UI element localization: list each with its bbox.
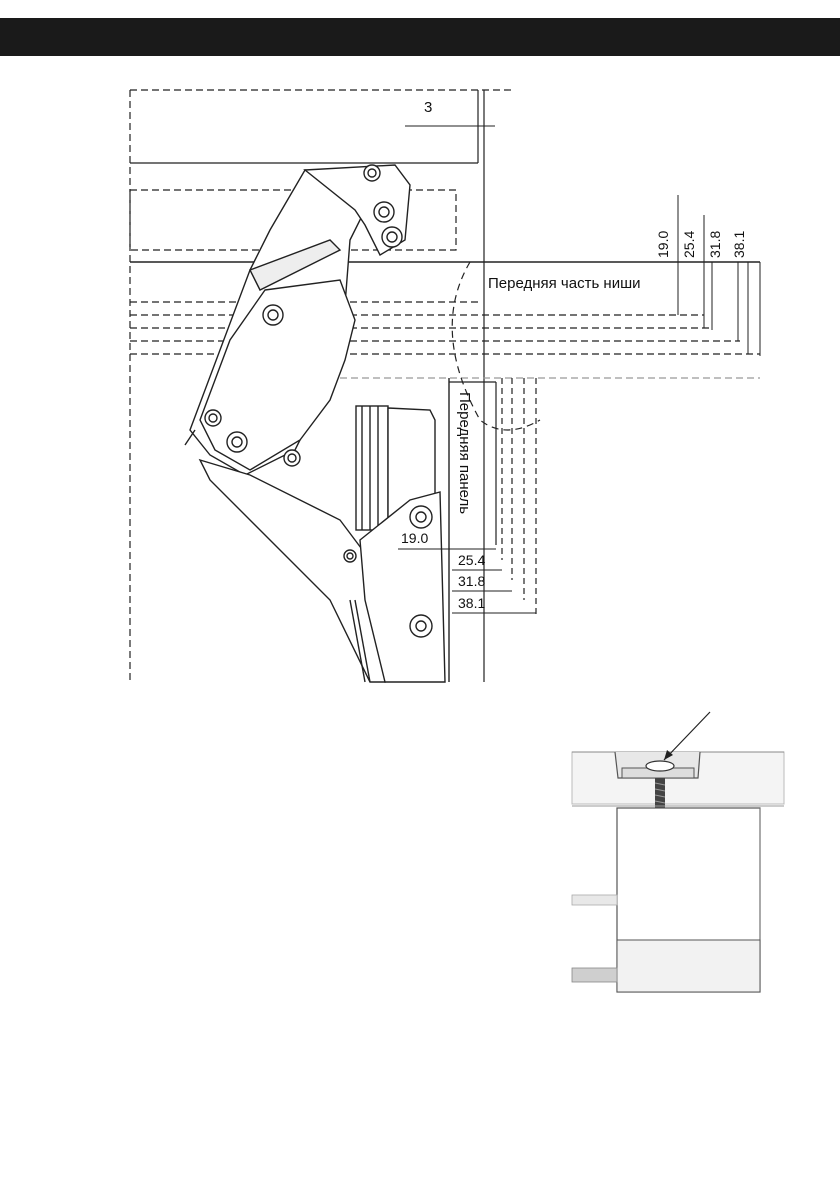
front-panel-label: Передняя панель xyxy=(456,392,473,514)
niche-front-label: Передняя часть ниши xyxy=(488,275,641,292)
hdim-31: 31.8 xyxy=(458,573,485,589)
hdim-25: 25.4 xyxy=(458,552,485,568)
vdim-25: 25.4 xyxy=(681,231,697,258)
hdim-38: 38.1 xyxy=(458,595,485,611)
vdim-38: 38.1 xyxy=(731,231,747,258)
vdim-19: 19.0 xyxy=(655,231,671,258)
hdim-19: 19.0 xyxy=(401,530,428,546)
vertical-dimension-lines xyxy=(678,195,760,356)
hinge-arm xyxy=(185,165,445,682)
adjustment-detail xyxy=(572,712,784,992)
gap-dimension xyxy=(405,118,495,134)
vdim-31: 31.8 xyxy=(707,231,723,258)
adjustment-screw-icon xyxy=(646,761,674,771)
gap-label: 3 xyxy=(424,99,432,116)
